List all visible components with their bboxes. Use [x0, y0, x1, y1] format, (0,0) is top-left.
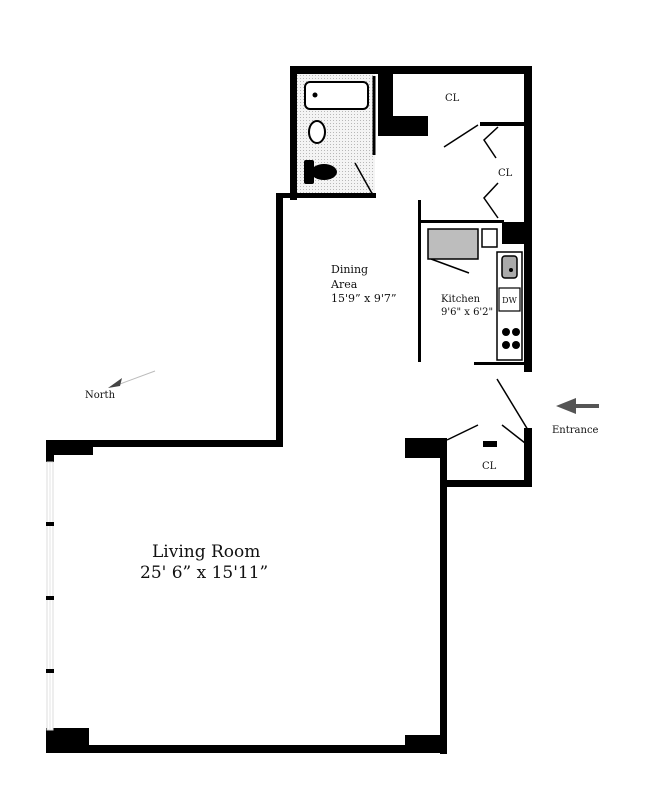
window-mullion-3 [46, 669, 54, 673]
dining-label-line2: Area [330, 278, 358, 291]
north-indicator: North [85, 370, 156, 401]
wall-living-bottom [46, 745, 447, 753]
wall-kitchen-left [418, 200, 421, 362]
north-arrow-icon [108, 378, 122, 388]
walls [46, 66, 532, 754]
closet-mid-door-upper [483, 126, 499, 159]
doors [430, 124, 529, 444]
dining-label-line1: Dining [331, 263, 368, 276]
kitchen-door [430, 258, 470, 274]
column-kitchen [502, 222, 530, 244]
entrance-arrow-shaft [574, 404, 599, 408]
kitchen-drain-icon [509, 268, 513, 272]
wall-entry-closet-right [524, 428, 532, 487]
wall-living-right [440, 440, 447, 754]
column-living-top-right [405, 438, 447, 458]
wall-closet-divider [480, 122, 526, 126]
north-arrow-line [119, 370, 156, 385]
kitchen-label: Kitchen [441, 294, 481, 305]
column-living-top-left-stub [46, 440, 54, 462]
wall-bath-bottom [276, 193, 376, 198]
wall-living-top [46, 440, 283, 447]
stove-burner-icon [512, 341, 520, 349]
entrance-label: Entrance [552, 425, 599, 436]
stove-burner-icon [512, 328, 520, 336]
column-living-top-left [46, 440, 93, 455]
wall-kitchen-top [418, 220, 504, 223]
entry-closet-door-right [501, 424, 526, 444]
windows [46, 461, 54, 731]
closet-rod [483, 441, 497, 447]
toilet-bowl-icon [311, 164, 337, 180]
entry-closet-door-left [446, 424, 479, 441]
dishwasher-icon [498, 287, 521, 312]
column-bath-closet-ext [378, 116, 428, 136]
room-labels: CL CL Dining Area 15'9” x 9'7” Kitchen 9… [140, 93, 513, 583]
closet-entry-label: CL [482, 461, 497, 472]
wall-right-upper [524, 66, 532, 372]
kitchen-sink-icon [501, 255, 518, 279]
column-living-bottom-left [46, 728, 89, 753]
closet-mid-door-lower [483, 182, 499, 219]
bathtub-drain-icon [312, 92, 318, 98]
entrance-arrow-icon [556, 398, 576, 414]
closet-mid-label: CL [498, 168, 513, 179]
north-label: North [85, 390, 116, 401]
entrance-door [496, 378, 529, 431]
dining-dimensions: 15'9” x 9'7” [331, 292, 396, 305]
refrigerator-icon [481, 228, 498, 248]
bathtub-icon [304, 81, 369, 110]
window-mullion-1 [46, 522, 54, 526]
column-living-bottom-right [405, 735, 447, 753]
bath-door-swing [354, 162, 375, 198]
sink-icon [308, 120, 326, 144]
living-room-label: Living Room [152, 542, 260, 562]
dishwasher-label: DW [502, 296, 517, 305]
bathroom [297, 73, 376, 198]
toilet-tank-icon [304, 160, 314, 184]
living-room-dimensions: 25' 6” x 15'11” [140, 563, 268, 583]
kitchen-fixtures: DW [427, 228, 523, 361]
wall-dining-left [276, 193, 283, 447]
closet-top-door [443, 124, 479, 148]
kitchen-counter-icon [427, 228, 479, 260]
closet-top-label: CL [445, 93, 460, 104]
wall-bath-left [290, 66, 297, 200]
wall-kitchen-bottom [474, 362, 530, 365]
stove-burner-icon [502, 341, 510, 349]
kitchen-dimensions: 9'6" x 6'2" [441, 307, 493, 318]
window-mullion-2 [46, 596, 54, 600]
entrance-indicator: Entrance [552, 398, 599, 436]
wall-top [290, 66, 532, 74]
wall-entry-closet-bottom [440, 480, 532, 487]
stove-burner-icon [502, 328, 510, 336]
